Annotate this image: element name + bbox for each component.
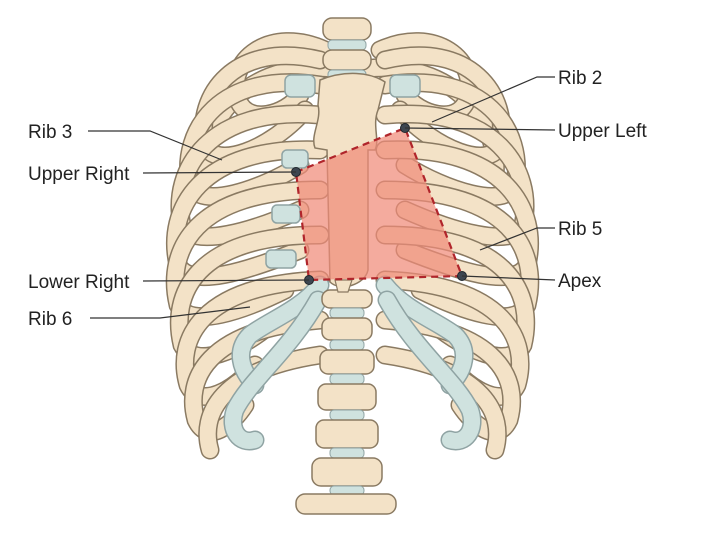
apex-leader <box>461 275 556 281</box>
upper-left-label: Upper Left <box>558 121 647 142</box>
lower-right-label: Lower Right <box>28 272 130 293</box>
upper-right-label: Upper Right <box>28 164 130 185</box>
rib5-leader <box>479 227 555 251</box>
upper-right-leader <box>142 171 297 174</box>
rib3-leader <box>88 130 223 161</box>
rib6-leader <box>90 306 251 319</box>
spine <box>295 17 397 515</box>
leader-lines <box>88 76 556 319</box>
upper-left-leader <box>404 127 556 131</box>
rib2-label: Rib 2 <box>558 68 602 89</box>
costal-cartilage <box>223 74 482 451</box>
rib3-label: Rib 3 <box>28 122 72 143</box>
apex-label: Apex <box>558 271 602 292</box>
rib5-label: Rib 5 <box>558 219 602 240</box>
lower-right-leader <box>142 279 310 282</box>
labels: Rib 2 Upper Left Rib 3 Upper Right Rib 5… <box>28 68 647 330</box>
rib6-label: Rib 6 <box>28 309 72 330</box>
rib2-leader <box>431 76 555 123</box>
